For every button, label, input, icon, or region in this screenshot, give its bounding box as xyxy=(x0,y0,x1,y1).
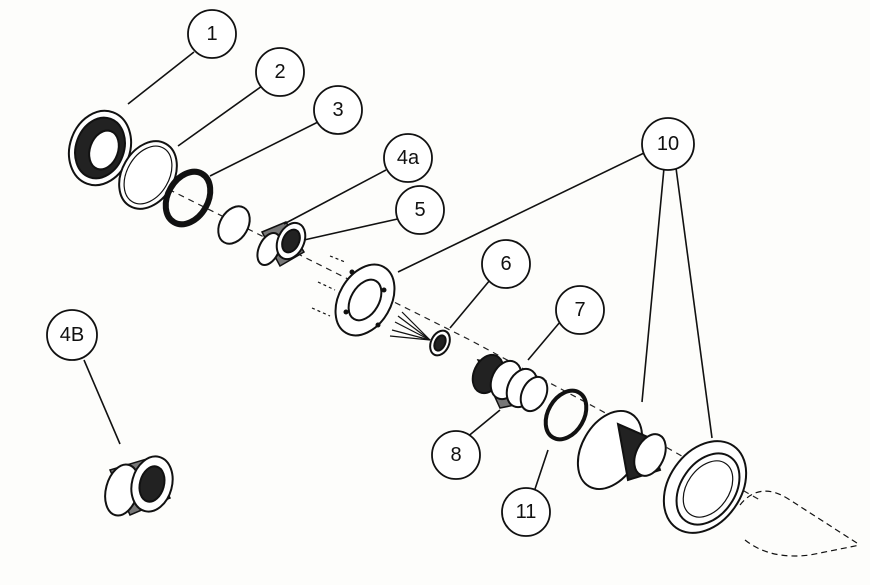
part-3-o-ring xyxy=(162,168,214,228)
part-6-collar xyxy=(429,329,451,357)
part-mounting-plate xyxy=(311,255,396,337)
assembly-axis xyxy=(89,149,761,501)
callout-4a: 4a xyxy=(383,133,433,183)
leader-lines xyxy=(83,51,713,493)
part-11-ring xyxy=(543,388,589,442)
callout-7: 7 xyxy=(555,285,605,335)
callout-3-label: 3 xyxy=(332,99,343,121)
part-4a-bushing xyxy=(256,221,307,268)
callout-8: 8 xyxy=(431,430,481,480)
callout-3: 3 xyxy=(313,85,363,135)
callout-7-label: 7 xyxy=(574,299,585,321)
callout-2: 2 xyxy=(255,47,305,97)
part-7-threaded-fitting xyxy=(471,353,549,413)
callout-8-label: 8 xyxy=(450,444,461,466)
cable-sleeve xyxy=(739,490,861,557)
callout-6: 6 xyxy=(481,239,531,289)
part-10-housing-flange xyxy=(576,410,667,490)
part-1-flange-ring xyxy=(67,109,133,187)
part-small-washer xyxy=(217,205,251,245)
part-10-end-ring xyxy=(662,440,748,534)
callout-10-label: 10 xyxy=(657,133,679,155)
callout-5: 5 xyxy=(395,185,445,235)
callout-2-label: 2 xyxy=(274,61,285,83)
part-2-gasket xyxy=(118,140,178,210)
part-4b-bushing xyxy=(104,455,174,517)
callout-11-label: 11 xyxy=(516,501,537,523)
callout-11: 11 xyxy=(501,487,551,537)
callout-4b-label: 4B xyxy=(60,324,84,346)
callout-5-label: 5 xyxy=(414,199,425,221)
callout-4b: 4B xyxy=(46,309,98,361)
callout-1-label: 1 xyxy=(206,23,217,45)
fiber-optic-strands xyxy=(389,311,431,341)
callout-4a-label: 4a xyxy=(397,147,420,169)
callout-1: 1 xyxy=(187,9,237,59)
callout-6-label: 6 xyxy=(500,253,511,275)
callout-10: 10 xyxy=(641,117,695,171)
